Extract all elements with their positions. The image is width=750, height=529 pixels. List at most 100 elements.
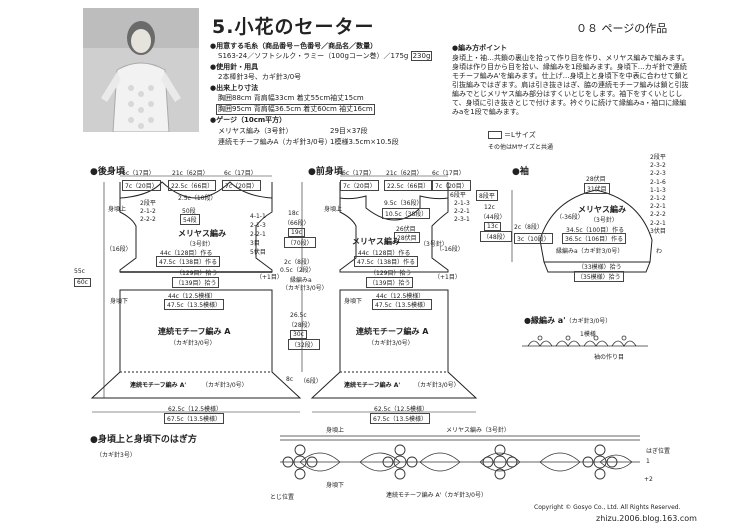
back-title: ●後身頃	[90, 167, 125, 177]
sleeve-width: 34.5c（100目）作る	[566, 227, 625, 234]
page-title: 5.小花のセーター	[212, 16, 375, 38]
legend-note: その他はMサイズと共通	[488, 144, 553, 151]
back-side-rows: （16段）	[106, 246, 132, 253]
back-pattern-count: （129目）拾う	[176, 270, 218, 277]
back-label-lower: 身頃下	[110, 298, 129, 305]
watermark: zhizu.2006.blog.163.com	[596, 514, 697, 523]
back-label-upper: 身頃上	[108, 206, 127, 213]
needle-heading: ●使用針・用具	[210, 63, 259, 71]
back-motif-needle: （カギ針3/0号）	[170, 340, 216, 347]
front-bottom-width-l: 47.5c（138目）作る	[354, 256, 419, 267]
sleeve-cuff-1: 2c（8段）	[514, 224, 543, 231]
edging-start: 袖の作り目	[594, 354, 625, 361]
center-lower-2-rows: （32段）	[288, 339, 320, 350]
center-lower: 26.5c	[290, 312, 307, 319]
center-edge: 縁編みa	[290, 277, 312, 284]
front-top-dim-center-l: 22.5c（66目）	[384, 180, 433, 191]
back-top-dim-left: 6c（17目）	[122, 170, 155, 177]
front-center-rows: 26伏目	[396, 226, 416, 233]
center-lower-2: 30c	[290, 330, 307, 339]
sleeve-outline	[539, 189, 653, 263]
front-bottom-total-l: 67.5c（13.5模様）	[370, 413, 431, 424]
back-pattern-count-l: （139目）拾う	[172, 277, 220, 288]
center-edge-needle: （カギ針3/0号）	[282, 285, 328, 292]
front-pattern-rep: 44c（12.5模様）	[376, 293, 425, 300]
size-heading: ●出来上り寸法	[210, 84, 259, 92]
gauge-row-1-value: 29目×37段	[330, 127, 368, 135]
sleeve-cuff-2: 3c（10段）	[514, 233, 553, 244]
front-pattern-count-l: （139目）拾う	[366, 277, 414, 288]
join-start: とじ位置	[270, 494, 295, 501]
front-top-dim-right-l: 7c（20目）	[432, 180, 471, 191]
join-row-2: +2	[644, 476, 653, 483]
back-total-length: 55c	[74, 268, 85, 275]
front-center-rows-l: 28伏目	[394, 232, 420, 243]
front-stitch: メリヤス編み	[352, 237, 400, 246]
back-bottom-width: 44c（128目）作る	[160, 250, 213, 257]
front-motif-bottom-needle: （カギ針3/0号）	[414, 382, 460, 389]
front-neck-2: 10.5c（38段）	[382, 208, 431, 219]
sleeve-width-l: 36.5c（106目）作る	[562, 233, 627, 244]
front-flat: 6段平	[450, 192, 466, 199]
sleeve-needle: （3号針）	[590, 217, 618, 224]
front-pattern-rep-l: 47.5c（13.5模様）	[372, 299, 433, 310]
sleeve-length-2: 13c	[484, 222, 501, 231]
size-line-m: 胸囲88cm 背肩幅33cm 着丈55cm袖丈15cm	[218, 94, 364, 102]
sleeve-length: 12c	[484, 204, 495, 211]
front-bottom-width: 44c（128目）作る	[358, 250, 411, 257]
back-armhole-dec: 4-1-1 2-1-3 2-2-1 3目 5伏目	[250, 213, 266, 256]
join-label-upper: 身頃上	[326, 427, 345, 434]
center-armhole-2: 0.5c（2段）	[280, 267, 315, 274]
back-bottom-total: 62.5c（12.5模様）	[168, 406, 223, 413]
center-hem-rows: （6段）	[300, 378, 322, 385]
front-needle: （3号針）	[420, 241, 448, 248]
sleeve-top: 28伏目	[586, 176, 606, 183]
center-side-2-rows: （70段）	[284, 237, 316, 248]
sleeve-length-rows: （44段）	[480, 214, 506, 221]
front-plus: （+1目）	[434, 274, 461, 281]
back-top-dim-right: 6c（17目）	[224, 170, 257, 177]
front-motif-bottom: 連続モチーフ編み A'	[344, 382, 401, 389]
back-pattern-rep-l: 47.5c（13.5模様）	[164, 299, 225, 310]
join-end: はぎ位置	[646, 448, 671, 455]
back-needle: （3号針）	[186, 241, 214, 248]
center-side-2: 19c	[288, 228, 305, 237]
sleeve-title: ●袖	[512, 167, 529, 177]
gauge-row-2-label: 連続モチーフ編みA（カギ針3/0号）	[218, 138, 332, 146]
gauge-row-1-label: メリヤス編み（3号針）	[218, 127, 293, 135]
back-top-dim-left-l: 7c（20目）	[122, 180, 161, 191]
front-motif-needle: （カギ針3/0号）	[368, 340, 414, 347]
front-bottom-total: 62.5c（12.5模様）	[374, 406, 429, 413]
back-pattern-rep: 44c（12.5模様）	[168, 293, 217, 300]
back-neck: 2.5c（10段）	[178, 195, 217, 202]
center-side-1-rows: （66段）	[284, 220, 310, 227]
front-label-lower: 身頃下	[344, 298, 363, 305]
join-label-lower: 身頃下	[326, 482, 345, 489]
copyright: Copyright © Gosyo Co., Ltd. All Rights R…	[534, 504, 681, 511]
notes-heading: ●編み方ポイント	[452, 44, 508, 52]
front-top-dim-center: 21c（62目）	[386, 170, 423, 177]
notes-body: 身頃上・袖…共鎖の裏山を拾って作り目を作り、メリヤス編みで編みます。身頃は作り目…	[452, 54, 689, 116]
back-motif-bottom: 連続モチーフ編み A'	[130, 382, 187, 389]
yarn-heading: ●用意する毛糸（商品番号－色番号／商品名／数量）	[210, 42, 378, 50]
back-neck-depth-l: 54段	[180, 214, 200, 225]
back-top-dim-center: 21c（62目）	[172, 170, 209, 177]
center-lower-rows: （28段）	[288, 322, 314, 329]
back-stitch: メリヤス編み	[178, 229, 226, 238]
front-neck-1: 9.5c（36段）	[384, 200, 423, 207]
back-neck-depth: 50段	[182, 208, 196, 215]
front-side-rows: （-16段）	[436, 246, 464, 253]
front-label-upper: 身頃上	[324, 206, 343, 213]
model-photo	[83, 8, 199, 132]
front-upper-outline	[339, 182, 449, 273]
back-bottom-width-l: 47.5c（138目）作る	[156, 256, 221, 267]
edging-title: ●縁編み a'（カギ針3/0号）	[524, 316, 612, 325]
back-total-length-l: 60c	[74, 278, 91, 287]
yarn-qty-large: 230g	[410, 51, 433, 61]
front-top-dim-left-l: 7c（20目）	[340, 180, 379, 191]
join-title: ●身頃上と身頃下のはぎ方	[90, 435, 197, 445]
sleeve-pick-l: （35模様）拾う	[574, 271, 624, 282]
back-top-dim-center-l: 22.5c（66目）	[168, 180, 217, 191]
back-bottom-total-l: 67.5c（13.5模様）	[164, 413, 225, 424]
